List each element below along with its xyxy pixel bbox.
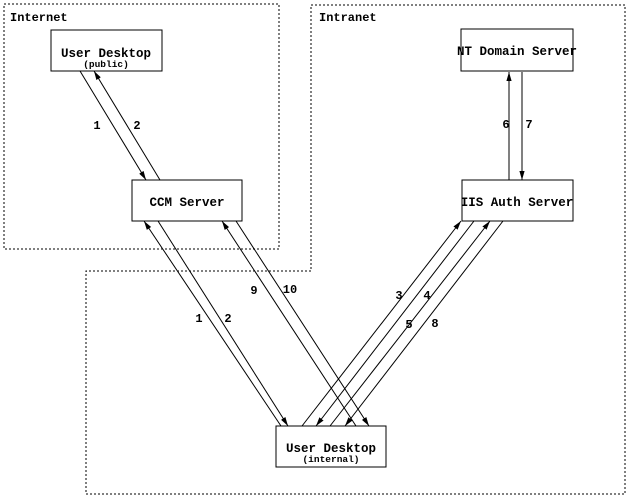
flow-5-internal-to-iis	[329, 220, 491, 427]
flow-4-iis-to-internal	[315, 220, 475, 427]
intranet-zone-label: Intranet	[319, 11, 377, 25]
label-internal-iis-4: 4	[423, 289, 430, 303]
label-internal-ccm-1: 1	[195, 312, 202, 326]
iis-auth-server-box	[461, 179, 574, 222]
intranet-zone-border	[85, 4, 626, 495]
flow-1-internal-to-ccm	[143, 220, 282, 427]
label-ccm-internal-10: 10	[283, 283, 297, 297]
internet-zone-label: Internet	[10, 11, 68, 25]
flow-10-ccm-to-internal	[235, 220, 370, 427]
flow-9-internal-to-ccm	[221, 220, 357, 427]
label-internal-ccm-2: 2	[224, 312, 231, 326]
zone-intranet: Intranet	[85, 4, 626, 495]
user-desktop-public-box	[50, 29, 163, 72]
label-ccm-internal-9: 9	[250, 284, 257, 298]
node-nt-domain-server: NT Domain Server	[457, 28, 577, 72]
flow-labels: 1 2 6 7 1 2 9 10 3 4 5 8	[93, 118, 532, 332]
node-user-desktop-internal: User Desktop (internal)	[275, 425, 387, 468]
nt-domain-server-title: NT Domain Server	[457, 45, 577, 59]
flow-1-public-to-ccm	[79, 70, 147, 181]
ccm-server-box	[131, 179, 243, 222]
node-user-desktop-public: User Desktop (public)	[50, 29, 163, 72]
flow-2-ccm-to-internal	[157, 220, 289, 427]
label-internal-iis-8: 8	[431, 317, 438, 331]
label-iis-nt-7: 7	[525, 118, 532, 132]
user-desktop-internal-box	[275, 425, 387, 468]
user-desktop-internal-title: User Desktop	[286, 442, 376, 456]
label-internal-iis-5: 5	[405, 318, 412, 332]
flow-lines	[79, 70, 525, 427]
node-iis-auth-server: IIS Auth Server	[461, 179, 574, 222]
flow-8-iis-to-internal	[344, 220, 504, 427]
label-internal-iis-3: 3	[395, 289, 402, 303]
nt-domain-server-box	[460, 28, 574, 72]
zone-internet: Internet	[3, 3, 280, 250]
user-desktop-public-subtitle: (public)	[83, 59, 129, 70]
ccm-server-title: CCM Server	[149, 196, 224, 210]
flow-2-ccm-to-public	[93, 70, 161, 181]
label-iis-nt-6: 6	[502, 118, 509, 132]
node-ccm-server: CCM Server	[131, 179, 243, 222]
iis-auth-server-title: IIS Auth Server	[461, 196, 574, 210]
label-public-ccm-2: 2	[133, 119, 140, 133]
flow-3-internal-to-iis	[301, 220, 462, 427]
label-public-ccm-1: 1	[93, 119, 100, 133]
user-desktop-public-title: User Desktop	[61, 47, 151, 61]
user-desktop-internal-subtitle: (internal)	[302, 454, 359, 465]
internet-zone-border	[3, 3, 280, 250]
